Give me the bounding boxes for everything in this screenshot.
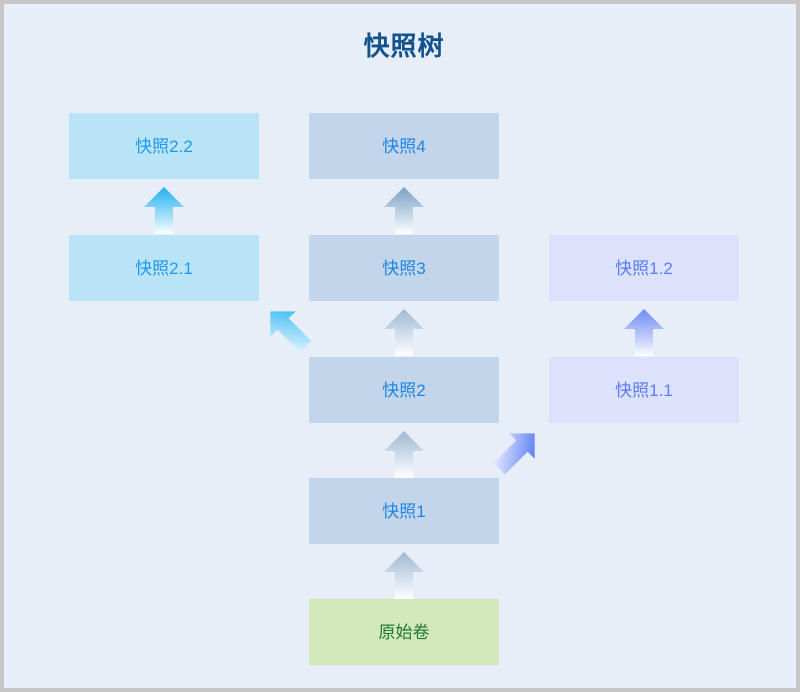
node-snapshot-3[interactable]: 快照3 (309, 235, 499, 301)
arrow-snapshot-1-to-1-1-icon (488, 422, 546, 480)
arrow-snapshot-1-to-2-icon (383, 431, 425, 478)
node-snapshot-1[interactable]: 快照1 (309, 478, 499, 544)
node-snapshot-1-2[interactable]: 快照1.2 (549, 235, 739, 301)
arrow-snapshot-2-to-3-icon (383, 309, 425, 356)
arrow-snapshot-2-1-to-2-2-icon (143, 187, 185, 234)
node-label: 快照1 (382, 501, 426, 521)
arrow-snapshot-2-to-2-1-icon (259, 300, 317, 358)
node-label: 快照2.2 (135, 136, 193, 156)
node-snapshot-1-1[interactable]: 快照1.1 (549, 357, 739, 423)
node-source-volume[interactable]: 原始卷 (309, 599, 499, 665)
page-title: 快照树 (363, 31, 445, 61)
node-label: 快照1.2 (615, 258, 673, 278)
node-snapshot-2-2[interactable]: 快照2.2 (69, 113, 259, 179)
node-label: 原始卷 (378, 622, 430, 642)
node-snapshot-4[interactable]: 快照4 (309, 113, 499, 179)
node-label: 快照1.1 (615, 380, 673, 400)
arrow-snapshot-1-1-to-1-2-icon (623, 309, 665, 356)
node-label: 快照2 (382, 380, 426, 400)
arrow-snapshot-3-to-4-icon (383, 187, 425, 234)
node-label: 快照3 (382, 258, 426, 278)
node-label: 快照2.1 (135, 258, 193, 278)
node-snapshot-2[interactable]: 快照2 (309, 357, 499, 423)
node-label: 快照4 (382, 136, 426, 156)
arrow-source-to-snapshot-1-icon (383, 552, 425, 599)
node-snapshot-2-1[interactable]: 快照2.1 (69, 235, 259, 301)
